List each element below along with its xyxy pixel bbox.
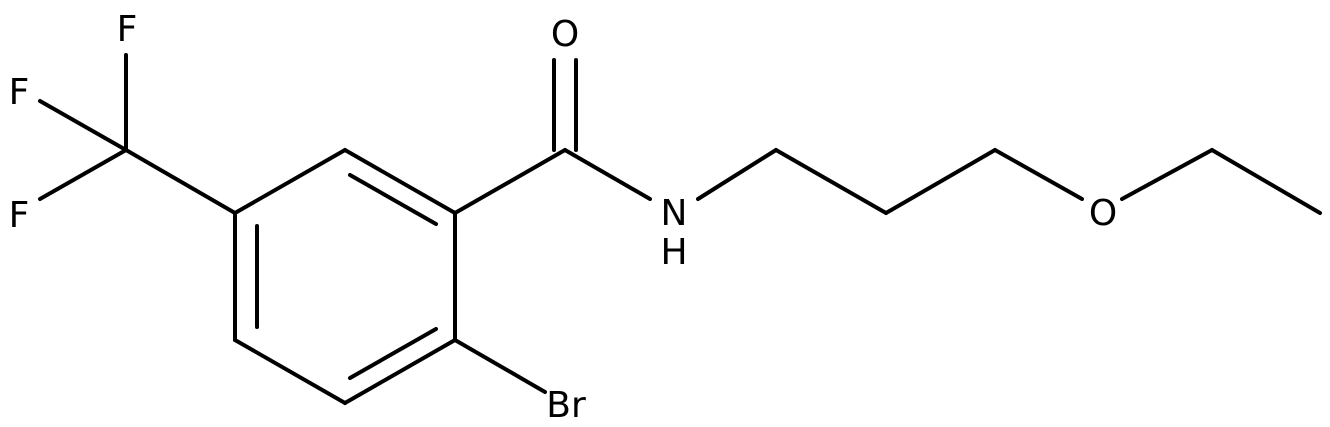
bond-ring-carbonyl bbox=[453, 148, 567, 215]
bond-ring-br bbox=[453, 338, 547, 394]
atom-label-o-ether: O bbox=[1089, 193, 1117, 234]
bond-ch2-ch2 bbox=[774, 148, 888, 215]
atom-label-h: H bbox=[660, 232, 687, 273]
atom-label-f-bottom: F bbox=[9, 195, 30, 236]
ring-bond-c6-c1 bbox=[233, 148, 347, 215]
bond-c-f-mid bbox=[38, 99, 128, 152]
bond-ch2-ch3 bbox=[1210, 148, 1322, 215]
ring-bond-c3-c4 bbox=[343, 338, 457, 405]
bond-ch2-o bbox=[993, 148, 1084, 201]
atom-label-f-top: F bbox=[117, 9, 138, 50]
bond-n-ch2 bbox=[696, 148, 778, 201]
ring-bond-c1-c2 bbox=[343, 148, 457, 215]
bond-carbonyl-n bbox=[563, 148, 652, 201]
bond-o-ch2 bbox=[1120, 148, 1214, 201]
atom-label-f-mid: F bbox=[9, 72, 30, 113]
bond-ring-cf3 bbox=[124, 148, 237, 215]
atom-label-o-carbonyl: O bbox=[551, 14, 579, 55]
bond-c-f-bottom bbox=[38, 148, 128, 201]
ring-bond-c3-c4-inner bbox=[348, 327, 438, 380]
atom-label-br: Br bbox=[546, 385, 586, 426]
ring-bond-c1-c2-inner bbox=[348, 173, 438, 226]
atom-label-n: N bbox=[661, 193, 688, 234]
bond-ch2-ch2b bbox=[884, 148, 997, 215]
ring-bond-c4-c5 bbox=[233, 338, 347, 405]
